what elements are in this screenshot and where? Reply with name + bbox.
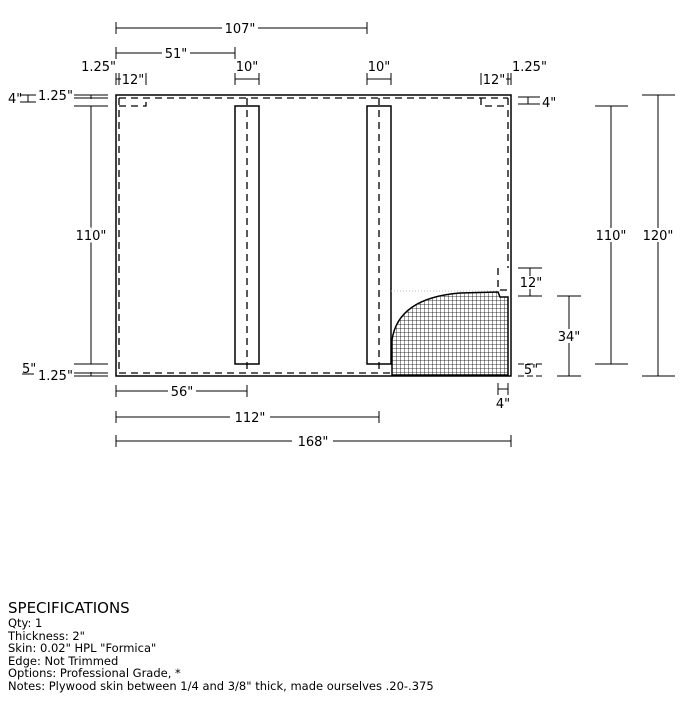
dim-107: 107" [225,22,256,37]
dim-51: 51" [165,47,188,62]
dim-4-right: 4" [542,96,556,111]
spec-edge: Edge: Not Trimmed [8,653,119,668]
specifications-title: SPECIFICATIONS [8,599,130,617]
dim-4-left: 4" [8,92,22,107]
dim-56: 56" [171,385,194,400]
spec-notes: Notes: Plywood skin between 1/4 and 3/8"… [8,678,434,693]
spec-skin: Skin: 0.02" HPL "Formica" [8,641,157,656]
spec-options: Options: Professional Grade, * [8,666,181,681]
inset-dashed-outline [118,97,509,374]
dim-1.25-left-bottom: 1.25" [38,369,73,384]
dim-1.25-left-top: 1.25" [38,89,73,104]
dim-10-right: 10" [368,60,391,75]
stud-right [366,105,392,365]
dim-110-right: 110" [596,229,627,244]
dim-110-left: 110" [76,229,107,244]
dim-1.25-top-left: 1.25" [81,60,116,75]
panel-outline [115,94,512,377]
stud-left [234,105,260,365]
dim-112: 112" [235,411,266,426]
dim-12-notch: 12" [520,276,543,291]
dim-4-bottom-right: 4" [496,397,510,412]
spec-qty: Qty: 1 [8,616,43,630]
dim-10-left: 10" [236,60,259,75]
dim-168: 168" [298,435,329,450]
dim-1.25-top-right: 1.25" [512,60,547,75]
dim-34: 34" [558,330,581,345]
panel-drawing: 107" 51" 10" 10" 12" 12" 1.25" 1.25" 4" … [8,22,675,450]
dim-120: 120" [643,229,674,244]
dim-5-right: 5" [524,363,538,378]
dim-5-left: 5" [22,362,36,377]
dim-12-left: 12" [122,73,145,88]
specifications-block: SPECIFICATIONS Qty: 1 Thickness: 2" Skin… [8,600,434,693]
spec-thickness: Thickness: 2" [8,628,85,643]
hatched-cutout [391,291,509,376]
dim-12-right: 12" [483,73,506,88]
